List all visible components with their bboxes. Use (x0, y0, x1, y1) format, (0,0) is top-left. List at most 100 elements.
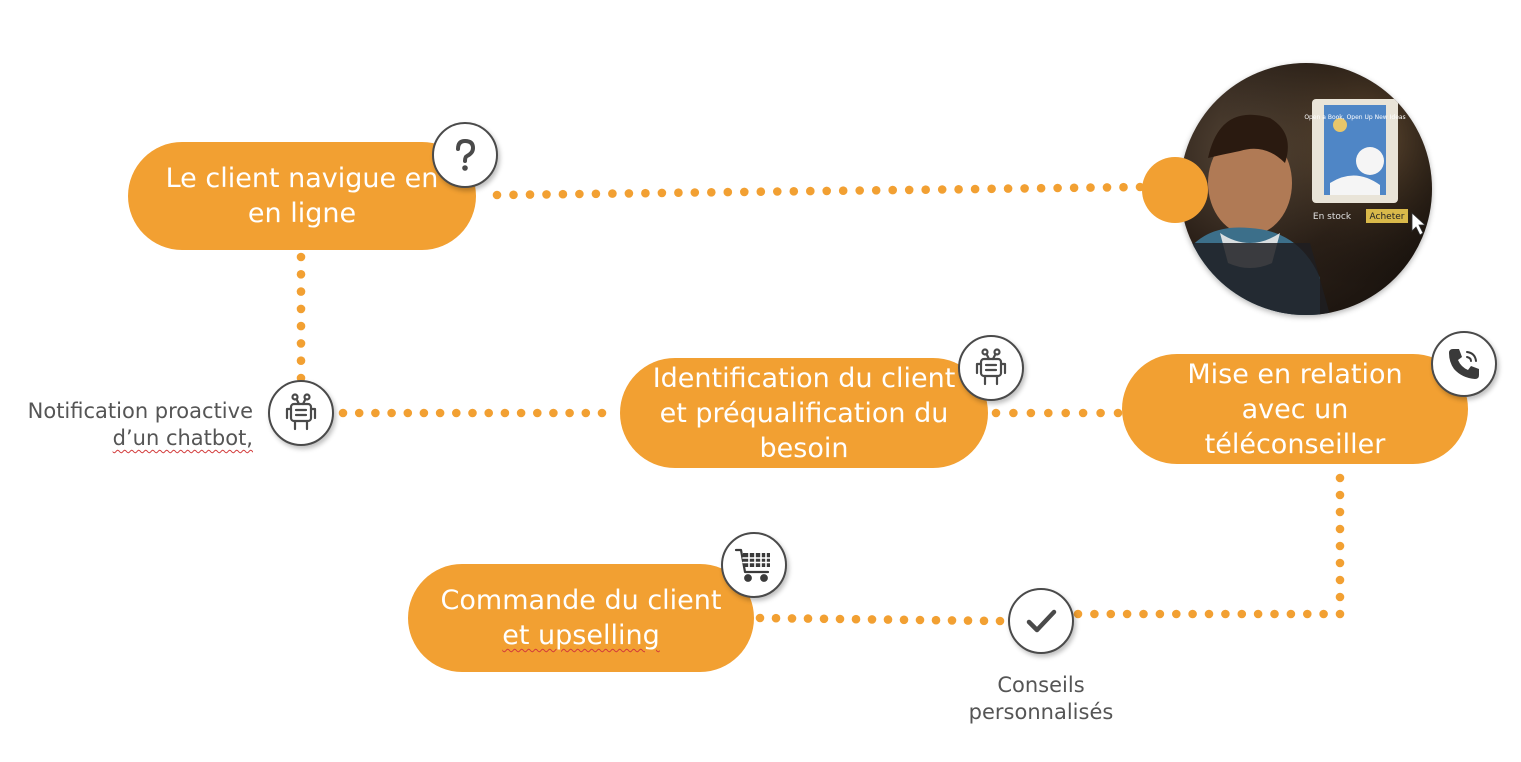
connector-dot (624, 189, 634, 198)
connector-dot (549, 408, 558, 418)
connector-dot (575, 189, 584, 199)
connector-dot (707, 188, 716, 197)
connector-dot (822, 186, 831, 196)
connector-dot (641, 188, 650, 198)
connector-dot (1119, 182, 1128, 192)
phone-icon (1431, 331, 1497, 397)
step-order: Commande du client et upselling (408, 564, 754, 672)
connector-dot (1335, 507, 1345, 517)
connector-dot (1102, 183, 1112, 192)
connector-dot (1139, 609, 1148, 619)
buy-label: Acheter (1370, 212, 1405, 222)
step-connect-line-1: Mise en relation (1187, 358, 1403, 390)
connector-dot (1053, 183, 1062, 193)
robot-icon (268, 380, 334, 446)
connector-dot (1078, 408, 1088, 418)
connector-dot (773, 187, 782, 196)
connector-connect-to-advice (1073, 473, 1345, 619)
connector-dot (789, 187, 799, 196)
note-advice: Conseils personnalisés (941, 672, 1141, 726)
connector-identify-to-connect (991, 408, 1123, 418)
connector-dot (403, 408, 413, 418)
connector-dot (597, 408, 607, 418)
connector-browse-to-photo (492, 182, 1145, 200)
connector-dot (1188, 609, 1197, 619)
connector-dot (963, 616, 973, 625)
connector-dot (1303, 609, 1312, 619)
connector-dot (581, 408, 591, 418)
connector-chatbot-to-identify (338, 408, 607, 418)
connector-dot (1036, 183, 1046, 193)
connector-dot (995, 616, 1005, 626)
connector-dot (1335, 609, 1345, 619)
connector-dot (468, 408, 477, 418)
connector-dot (723, 187, 733, 197)
journey-start-dot (1142, 157, 1208, 223)
connector-dot (1335, 473, 1345, 483)
step-identify: Identification du client et préqualifica… (620, 358, 988, 468)
connector-dot (954, 185, 963, 194)
connector-dot (867, 615, 877, 624)
connector-dot (296, 304, 306, 314)
connector-dot (542, 190, 551, 199)
connector-dot (1073, 609, 1083, 619)
connector-dot (690, 188, 700, 197)
connector-dot (947, 616, 957, 625)
connector-dot (674, 188, 683, 197)
step-identify-line-1: Identification du client (652, 362, 956, 394)
book-title: Open a Book, Open Up New Ideas (1304, 114, 1405, 121)
connector-dot (921, 185, 930, 194)
connector-dot (1069, 183, 1079, 193)
connector-dot (1335, 575, 1345, 585)
connector-dot (296, 321, 306, 331)
connector-dot (899, 615, 909, 625)
connector-dot (888, 185, 897, 195)
connector-dot (1155, 609, 1165, 619)
note-chatbot: Notification proactive d’un chatbot, (28, 398, 253, 452)
checkmark-icon (1008, 588, 1074, 654)
connector-dot (835, 614, 845, 624)
connector-dot (1270, 609, 1279, 619)
connector-dot (371, 408, 380, 418)
connector-dot (1286, 609, 1296, 619)
connector-dot (740, 187, 749, 197)
stock-label: En stock (1313, 212, 1352, 222)
connector-dot (991, 408, 1001, 418)
connector-browse-to-chatbot (296, 252, 306, 383)
connector-dot (533, 408, 542, 418)
connector-dot (565, 408, 574, 418)
connector-dot (937, 185, 947, 194)
connector-dot (516, 408, 526, 418)
connector-dot (931, 615, 941, 625)
connector-dot (1319, 609, 1328, 619)
connector-dot (1061, 408, 1070, 418)
robot-icon (958, 335, 1024, 401)
connector-dot (755, 613, 765, 623)
connector-dot (979, 616, 989, 626)
shopping-cart-icon (721, 532, 787, 598)
connector-dot (1335, 541, 1345, 551)
step-browse-line-2: en ligne (247, 198, 357, 229)
connector-dot (771, 613, 781, 623)
note-advice-line-1: Conseils (997, 673, 1085, 697)
step-browse: Le client navigue en en ligne (128, 142, 476, 250)
buy-button[interactable] (1366, 209, 1408, 223)
cursor-icon (1411, 212, 1427, 236)
connector-dot (296, 252, 306, 262)
connector-dot (1335, 558, 1345, 568)
connector-dot (1204, 609, 1214, 619)
connector-dot (756, 187, 766, 196)
connector-dot (296, 270, 306, 279)
connector-dot (296, 287, 306, 296)
connector-dot (787, 614, 797, 623)
connector-dot (987, 184, 996, 194)
connector-dot (803, 614, 813, 623)
connector-dot (387, 408, 396, 418)
note-chatbot-line-2: d’un chatbot, (112, 426, 253, 450)
connector-dot (1335, 490, 1345, 500)
step-order-line-1: Commande du client (440, 585, 722, 616)
connector-dot (806, 186, 815, 196)
connector-dot (1096, 408, 1105, 418)
connector-dot (819, 614, 829, 624)
connector-dot (851, 614, 861, 624)
